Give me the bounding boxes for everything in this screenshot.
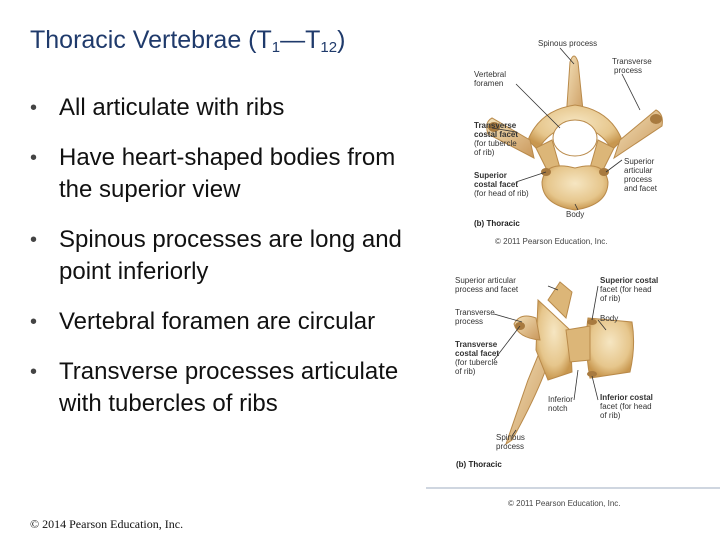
bullet-text: Transverse processes articulate with tub… <box>59 358 399 417</box>
bullet-item: • All articulate with ribs <box>26 92 416 124</box>
bullet-text: All articulate with ribs <box>59 94 285 121</box>
label-superior-costal-facet-line1: Superior <box>474 171 507 180</box>
label-superior-articular-line3: process <box>624 175 652 184</box>
label-superior-articular-line2: articular <box>624 166 653 175</box>
title-dash: —T <box>280 26 321 54</box>
label-inferior-notch-line2: notch <box>548 404 568 413</box>
bullet-dot-icon: • <box>30 229 38 251</box>
bullet-text: Have heart-shaped bodies from the superi… <box>59 144 396 203</box>
divider-line <box>426 487 720 489</box>
bullet-item: • Vertebral foramen are circular <box>26 306 416 338</box>
bottom-figure-copyright: © 2011 Pearson Education, Inc. <box>508 499 620 508</box>
label-transverse-costal-facet-line2: costal facet <box>474 130 518 139</box>
bullet-list: • All articulate with ribs • Have heart-sh… <box>26 92 416 438</box>
label-inferior-notch-line1: Inferior <box>548 395 573 404</box>
label-superior-costal-facet-line3: of rib) <box>600 294 621 303</box>
label-body: Body <box>566 210 584 219</box>
label-transverse-process-line2: process <box>614 66 642 75</box>
bottom-figure-labels: Superior articular process and facet Tra… <box>455 276 658 508</box>
label-transverse-process-line2: process <box>455 317 483 326</box>
slide-copyright: © 2014 Pearson Education, Inc. <box>30 517 184 531</box>
label-transverse-costal-facet-line4: of rib) <box>474 148 495 157</box>
bottom-figure-caption: (b) Thoracic <box>456 460 502 469</box>
label-superior-articular-process-line2: process and facet <box>455 285 519 294</box>
bullet-text: Vertebral foramen are circular <box>59 308 376 335</box>
label-transverse-process-line1: Transverse <box>612 57 652 66</box>
title-subscript-start: 1 <box>271 39 281 56</box>
label-superior-articular-line4: and facet <box>624 184 658 193</box>
label-spinous-process-line2: process <box>496 442 524 451</box>
thoracic-superior-view-illustration <box>486 55 663 211</box>
label-inferior-costal-facet-line2: facet (for head <box>600 402 652 411</box>
label-transverse-costal-facet-line1: Transverse <box>474 121 517 130</box>
top-figure-labels: Spinous process Transverse process Verte… <box>474 39 658 246</box>
label-transverse-costal-facet-line4: of rib) <box>455 367 476 376</box>
bullet-dot-icon: • <box>30 311 38 333</box>
label-superior-costal-facet-line2: facet (for head <box>600 285 652 294</box>
top-leader-lines <box>491 47 641 211</box>
title-text: Thoracic Vertebrae (T <box>30 26 272 54</box>
label-inferior-costal-facet-line1: Inferior costal <box>600 393 653 402</box>
slide-title: Thoracic Vertebrae (T1—T12) <box>30 26 345 56</box>
label-superior-articular-process-line1: Superior articular <box>455 276 516 285</box>
bullet-item: • Have heart-shaped bodies from the super… <box>26 142 416 206</box>
label-body: Body <box>600 314 618 323</box>
top-figure-copyright: © 2011 Pearson Education, Inc. <box>495 237 607 246</box>
bullet-dot-icon: • <box>30 361 38 383</box>
bullet-item: • Spinous processes are long and point in… <box>26 224 416 288</box>
top-figure-caption: (b) Thoracic <box>474 219 520 228</box>
label-transverse-costal-facet-line2: costal facet <box>455 349 499 358</box>
title-subscript-end: 12 <box>320 39 338 56</box>
thoracic-lateral-view-illustration <box>505 281 635 446</box>
label-superior-costal-facet-line1: Superior costal <box>600 276 658 285</box>
bottom-leader-lines <box>493 285 607 437</box>
label-superior-articular-line1: Superior <box>624 157 655 166</box>
label-transverse-process-line1: Transverse <box>455 308 495 317</box>
label-vertebral-foramen-line1: Vertebral <box>474 70 506 79</box>
label-transverse-costal-facet-line3: (for tubercle <box>455 358 498 367</box>
bullet-dot-icon: • <box>30 147 38 169</box>
label-spinous-process-line1: Spinous <box>496 433 525 442</box>
label-vertebral-foramen-line2: foramen <box>474 79 503 88</box>
bullet-item: • Transverse processes articulate with tu… <box>26 356 416 420</box>
label-transverse-costal-facet-line3: (for tubercle <box>474 139 517 148</box>
bullet-text: Spinous processes are long and point inf… <box>59 226 402 285</box>
label-superior-costal-facet-line2: costal facet <box>474 180 518 189</box>
label-superior-costal-facet-line3: (for head of rib) <box>474 189 529 198</box>
label-inferior-costal-facet-line3: of rib) <box>600 411 621 420</box>
title-close: ) <box>337 26 346 54</box>
bullet-dot-icon: • <box>30 97 38 119</box>
label-transverse-costal-facet-line1: Transverse <box>455 340 498 349</box>
label-spinous-process: Spinous process <box>538 39 597 48</box>
